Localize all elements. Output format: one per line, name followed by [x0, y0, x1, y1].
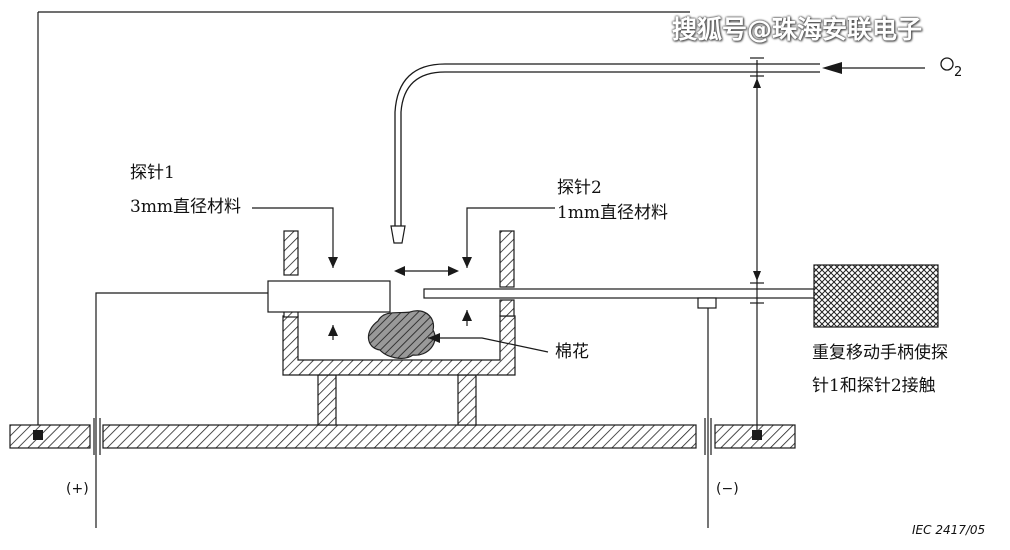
- oxygen-subscript: 2: [954, 65, 963, 80]
- cotton: [367, 310, 436, 359]
- cotton-label: 棉花: [555, 342, 589, 362]
- ground-bar-left: [9, 424, 91, 449]
- probe2-title: 探针2: [557, 178, 602, 198]
- right-post-bottom: [499, 299, 515, 317]
- handle-instruction-line1: 重复移动手柄使探: [812, 343, 948, 363]
- stand-leg-left: [317, 374, 337, 426]
- probe1-leader: [252, 207, 334, 268]
- oxygen-tube: [394, 63, 820, 226]
- probe1-description: 3mm直径材料: [130, 197, 242, 217]
- cotton-leader: [428, 337, 549, 353]
- handle: [813, 264, 939, 328]
- probe2-contact: [697, 297, 717, 309]
- nozzle: [390, 225, 406, 244]
- probe1-title: 探针1: [130, 163, 175, 183]
- watermark: 搜狐号@珠海安联电子: [672, 15, 923, 44]
- probe1-holder: [267, 280, 391, 313]
- left-post-top: [283, 230, 299, 276]
- handle-instruction-line2: 针1和探针2接触: [812, 376, 936, 396]
- positive-terminal-label: (+): [66, 481, 89, 497]
- probe2-leader: [466, 207, 555, 268]
- right-post-top: [499, 230, 515, 288]
- oxygen-symbol: [940, 57, 954, 71]
- ground-bar-mid: [102, 424, 697, 449]
- probe2-description: 1mm直径材料: [557, 203, 669, 223]
- probe2-rod: [423, 288, 815, 299]
- positive-lead: [95, 292, 268, 528]
- figure-code: IEC 2417/05: [912, 523, 986, 537]
- stand-leg-right: [457, 374, 477, 426]
- negative-terminal-label: (−): [716, 481, 739, 497]
